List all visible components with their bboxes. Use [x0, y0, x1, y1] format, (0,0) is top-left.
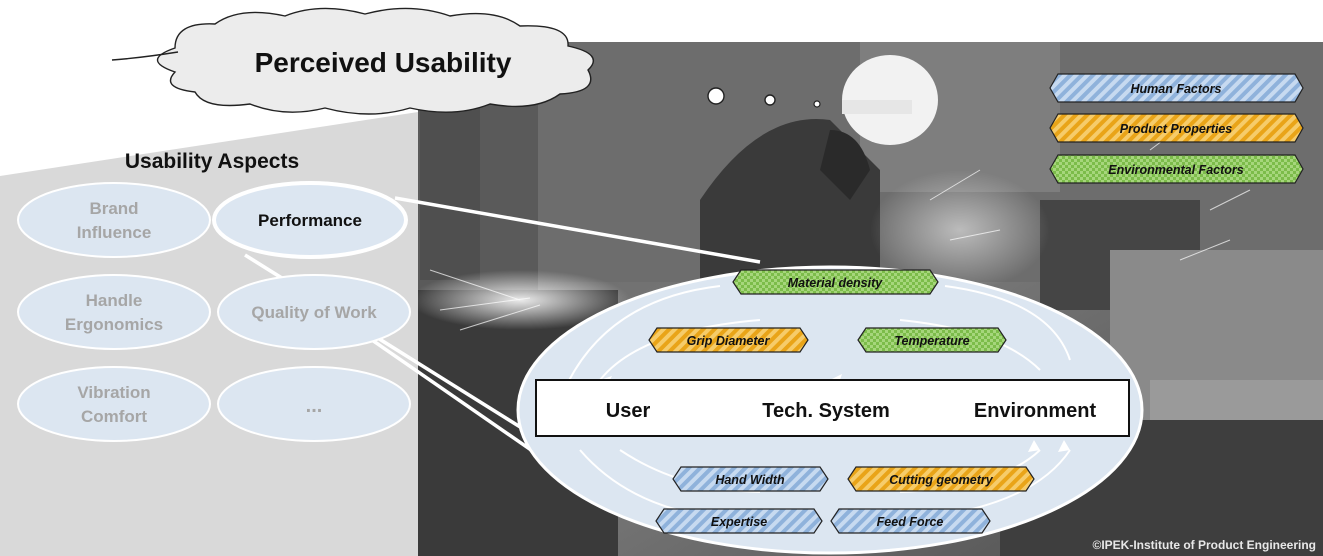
factor-temperature-label: Temperature	[894, 334, 969, 348]
factor-tags: Material density Grip Diameter Temperatu…	[648, 269, 1035, 534]
system-bar: User Tech. System Environment	[535, 379, 1130, 437]
factor-grip-diameter-label: Grip Diameter	[687, 334, 771, 348]
copyright-notice: ©IPEK-Institute of Product Engineering	[1092, 538, 1316, 552]
system-user-label: User	[606, 400, 651, 422]
aspect-brand-influence[interactable]: Brand Influence	[17, 182, 211, 258]
factor-expertise: Expertise	[655, 508, 823, 534]
system-environment-label: Environment	[974, 400, 1097, 422]
factor-feed-force: Feed Force	[830, 508, 991, 534]
legend-human-factors-label: Human Factors	[1131, 82, 1222, 96]
aspect-performance-label: Performance	[258, 211, 362, 230]
legend-environmental-factors: Environmental Factors	[1049, 154, 1304, 184]
aspect-brand-line1: Brand	[89, 199, 138, 218]
legend-human-factors: Human Factors	[1049, 73, 1304, 103]
factor-material-density-label: Material density	[788, 276, 884, 290]
legend-product-properties: Product Properties	[1049, 113, 1304, 143]
aspect-quality-of-work[interactable]: Quality of Work	[217, 274, 411, 350]
aspect-more-label: ...	[306, 395, 323, 417]
factor-expertise-label: Expertise	[711, 515, 767, 529]
factor-material-density: Material density	[732, 269, 939, 295]
factor-cutting-geometry-label: Cutting geometry	[889, 473, 994, 487]
legend-product-properties-label: Product Properties	[1120, 122, 1233, 136]
aspect-quality-label: Quality of Work	[251, 303, 377, 322]
aspect-vibration-line2: Comfort	[81, 407, 147, 426]
aspect-vibration-line1: Vibration	[77, 383, 150, 402]
factor-hand-width-label: Hand Width	[715, 473, 785, 487]
factor-hand-width: Hand Width	[672, 466, 829, 492]
legend: Human Factors Product Properties Environ…	[1049, 73, 1304, 184]
thought-cloud: Perceived Usability	[111, 7, 821, 115]
aspect-handle-line2: Ergonomics	[65, 315, 163, 334]
aspect-performance[interactable]: Performance	[212, 181, 408, 259]
aspect-handle-ergonomics[interactable]: Handle Ergonomics	[17, 274, 211, 350]
aspect-ellipses: Brand Influence Performance Handle Ergon…	[17, 181, 411, 442]
factor-cutting-geometry: Cutting geometry	[847, 466, 1035, 492]
aspects-heading: Usability Aspects	[125, 150, 299, 173]
factor-feed-force-label: Feed Force	[877, 515, 944, 529]
aspect-vibration-comfort[interactable]: Vibration Comfort	[17, 366, 211, 442]
aspect-more[interactable]: ...	[217, 366, 411, 442]
aspect-handle-line1: Handle	[86, 291, 143, 310]
factor-temperature: Temperature	[857, 327, 1007, 353]
legend-environmental-factors-label: Environmental Factors	[1108, 163, 1243, 177]
perceived-usability-title: Perceived Usability	[255, 47, 512, 78]
aspect-brand-line2: Influence	[77, 223, 152, 242]
system-tech-label: Tech. System	[762, 400, 889, 422]
factor-grip-diameter: Grip Diameter	[648, 327, 809, 353]
